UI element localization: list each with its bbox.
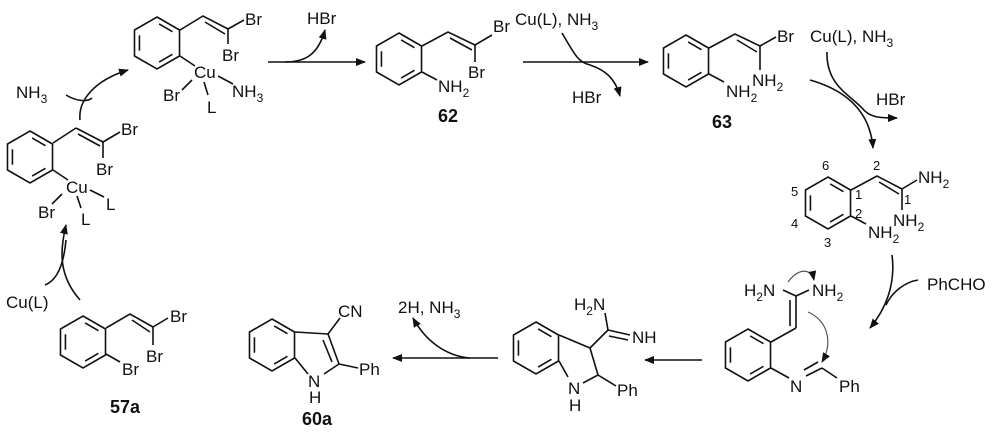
atom-number: 2 <box>873 158 880 173</box>
ring-nitrogen: N <box>308 372 320 391</box>
double-bond <box>537 358 552 368</box>
double-bond <box>31 137 46 147</box>
reagent-benzaldehyde: PhCHO <box>927 275 986 294</box>
byproduct-hbr: HBr <box>876 90 906 109</box>
compound-63: Br NH2 NH2 63 <box>708 27 794 132</box>
bromine-label: Br <box>777 27 794 46</box>
benzene-ring <box>804 176 852 230</box>
atom-number: 1 <box>904 192 911 207</box>
double-bond <box>829 213 844 223</box>
double-bond <box>158 23 173 33</box>
double-bond <box>400 39 415 49</box>
ligand-label: L <box>207 98 216 117</box>
amine-label: NH2 <box>893 211 925 234</box>
elimination-products: 2H, NH3 <box>398 298 461 321</box>
double-bond <box>829 183 844 193</box>
benzene-ring <box>248 318 296 372</box>
compound-label: 63 <box>712 112 732 132</box>
bromine-label: Br <box>96 160 113 179</box>
double-bond <box>84 322 99 332</box>
bromine-label: Br <box>170 307 187 326</box>
bromine-label: Br <box>121 120 138 139</box>
amine-label: H2N <box>744 281 775 304</box>
atom-number: 5 <box>791 184 798 199</box>
compound-62: Br Br NH2 62 <box>421 17 510 126</box>
benzene-ring <box>133 16 181 70</box>
compound-60a: CN N H Ph 60a <box>294 302 380 429</box>
double-bond <box>158 53 173 63</box>
double-bond <box>687 71 702 81</box>
imine-intermediate: H2N NH2 N Ph <box>744 270 860 396</box>
bromine-label: Br <box>245 10 262 29</box>
ammonia-label: NH3 <box>232 82 264 105</box>
double-bond <box>31 167 46 177</box>
benzene-rings <box>6 16 852 382</box>
benzene-ring <box>724 328 772 382</box>
amine-label: NH2 <box>438 77 470 100</box>
compound-label: 62 <box>438 106 458 126</box>
amine-label: H2N <box>574 295 605 318</box>
bromine-label: Br <box>468 63 485 82</box>
imine-nitrogen: N <box>790 377 802 396</box>
nitrile-label: CN <box>338 302 363 321</box>
copper-label: Cu <box>194 63 216 82</box>
double-bond <box>749 365 764 375</box>
phenyl-label: Ph <box>359 360 380 379</box>
bromine-label: Br <box>163 86 180 105</box>
phenyl-label: Ph <box>617 381 638 400</box>
benzene-ring <box>6 130 54 184</box>
amine-label: NH2 <box>918 168 950 191</box>
nh-hydrogen: H <box>569 396 581 415</box>
diamine-intermediate: NH2 NH2 NH2 6 5 4 3 2 1 2 1 <box>791 158 950 250</box>
phenyl-label: Ph <box>839 377 860 396</box>
amine-label: NH2 <box>752 71 784 94</box>
double-bond <box>84 352 99 362</box>
reagent-ammonia: NH3 <box>16 83 48 106</box>
atom-number: 4 <box>791 216 798 231</box>
amine-label: NH2 <box>812 281 844 304</box>
ligand-label: L <box>81 210 90 229</box>
reaction-arrows: Cu(L) NH3 HBr Cu(L), NH3 HBr Cu(L), NH3 … <box>6 9 986 364</box>
bromine-label: Br <box>493 17 510 36</box>
amine-label: NH2 <box>868 223 900 246</box>
compound-label: 60a <box>302 409 333 429</box>
benzene-ring <box>59 315 107 369</box>
atom-number: 6 <box>822 158 829 173</box>
double-bond <box>400 69 415 79</box>
reagent-cu-ammonia: Cu(L), NH3 <box>810 27 894 50</box>
nh-hydrogen: H <box>309 388 321 407</box>
ring-nitrogen: N <box>568 379 580 398</box>
bromine-label: Br <box>222 46 239 65</box>
indoline-intermediate: H2N NH N H Ph <box>558 295 657 415</box>
bromine-label: Br <box>122 360 139 379</box>
byproduct-hbr: HBr <box>572 88 602 107</box>
atom-number: 3 <box>824 235 831 250</box>
atom-number: 2 <box>855 206 862 221</box>
cu-ammonia-complex: Br Br Cu Br L NH3 <box>163 10 264 117</box>
bromine-label: Br <box>146 347 163 366</box>
benzene-ring <box>512 321 560 375</box>
reagent-cu-ammonia: Cu(L), NH3 <box>515 10 599 33</box>
compound-label: 57a <box>110 397 141 417</box>
cu-oxidative-addition-complex: Br Br Cu Br L L <box>38 120 138 229</box>
benzene-ring <box>662 34 710 88</box>
bromine-label: Br <box>38 203 55 222</box>
double-bond <box>687 41 702 51</box>
imino-label: NH <box>632 328 657 347</box>
double-bond <box>273 325 288 335</box>
amine-label: NH2 <box>726 82 758 105</box>
compound-57a: Br Br Br 57a <box>105 307 187 417</box>
benzene-ring <box>375 32 423 86</box>
copper-label: Cu <box>66 178 88 197</box>
ligand-label: L <box>106 195 115 214</box>
byproduct-hbr: HBr <box>307 9 337 28</box>
double-bond <box>537 328 552 338</box>
double-bond <box>749 335 764 345</box>
atom-number: 1 <box>855 187 862 202</box>
reagent-cu-l: Cu(L) <box>6 293 49 312</box>
double-bond <box>273 355 288 365</box>
